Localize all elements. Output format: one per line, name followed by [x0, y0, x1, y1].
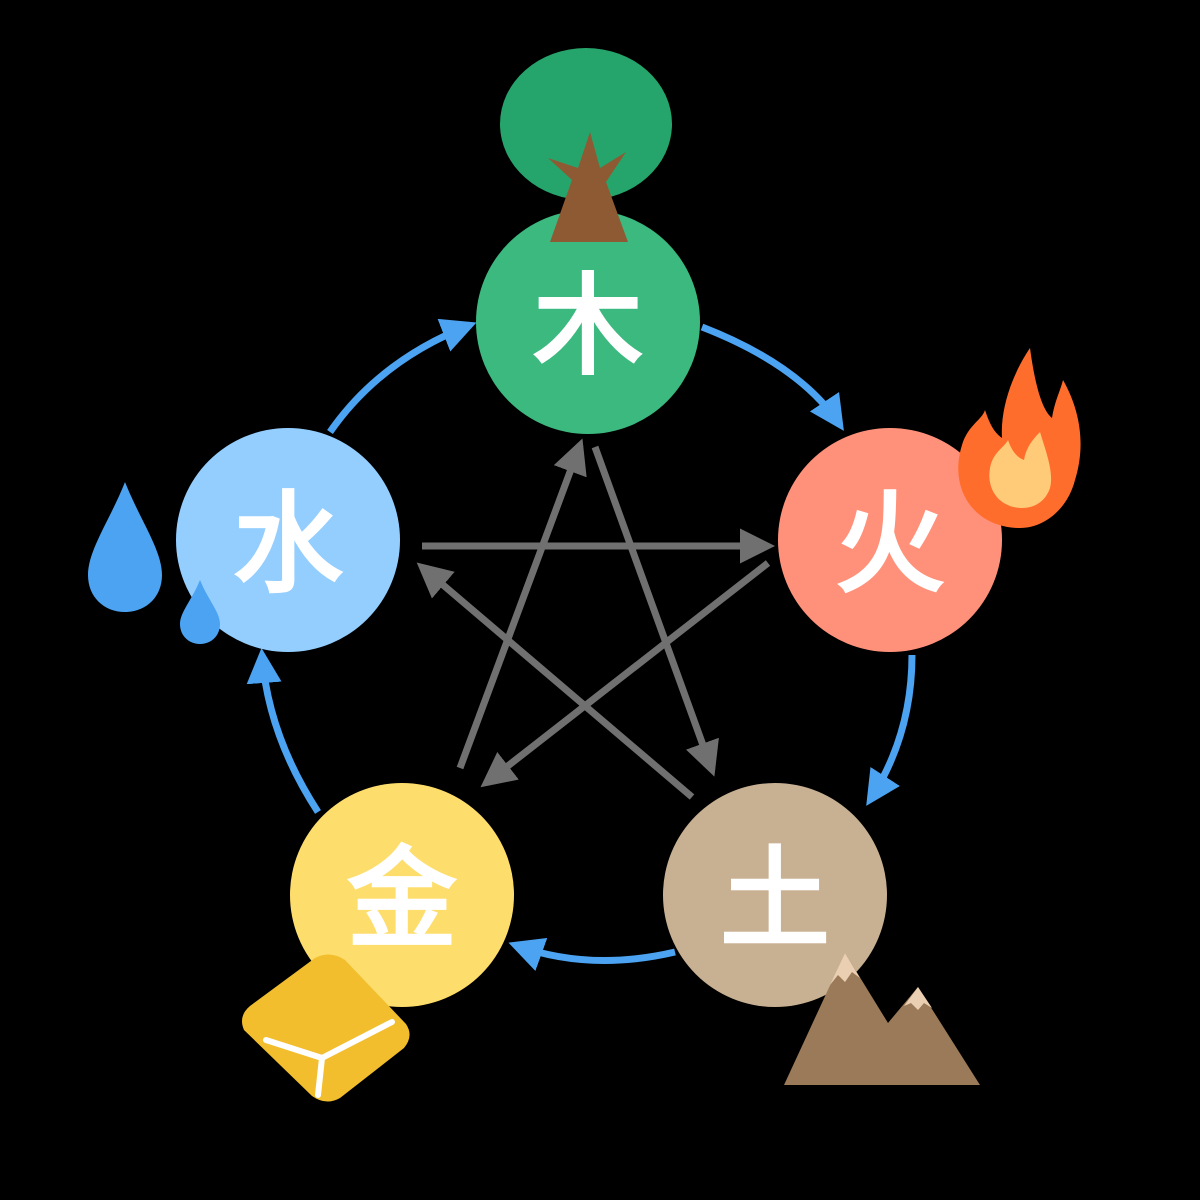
arrow-earth-to-metal: [508, 938, 676, 971]
arrow-metal-to-wood: [456, 438, 587, 770]
arrow-fire-to-metal: [480, 560, 771, 788]
arrow-water-to-wood: [327, 318, 477, 434]
mountain-icon: [784, 953, 980, 1085]
fire-label: 火: [835, 480, 945, 609]
element-metal: 金: [290, 783, 514, 1007]
water-circle: [176, 428, 400, 652]
arrow-metal-to-water: [246, 648, 321, 814]
fire-circle: [778, 428, 1002, 652]
metal-label: 金: [346, 835, 458, 964]
arrow-wood-to-fire: [700, 323, 844, 431]
flame-icon: [958, 348, 1081, 528]
arrow-fire-to-earth: [866, 654, 916, 806]
arrow-earth-to-water: [416, 562, 695, 800]
element-wood: 木: [476, 210, 700, 434]
wood-label: 木: [533, 262, 643, 391]
water-label: 水: [233, 480, 344, 609]
metal-circle: [290, 783, 514, 1007]
water-drop-icon: [88, 482, 220, 644]
element-earth: 土: [663, 783, 887, 1007]
tree-icon: [500, 48, 672, 242]
earth-label: 土: [720, 835, 830, 964]
wood-circle: [476, 210, 700, 434]
element-water: 水: [176, 428, 400, 652]
earth-circle: [663, 783, 887, 1007]
element-fire: 火: [778, 428, 1002, 652]
overcoming-cycle: [416, 438, 775, 800]
generating-cycle: [246, 318, 916, 971]
gold-ingot-icon: [242, 954, 410, 1102]
arrow-wood-to-earth: [591, 445, 719, 777]
